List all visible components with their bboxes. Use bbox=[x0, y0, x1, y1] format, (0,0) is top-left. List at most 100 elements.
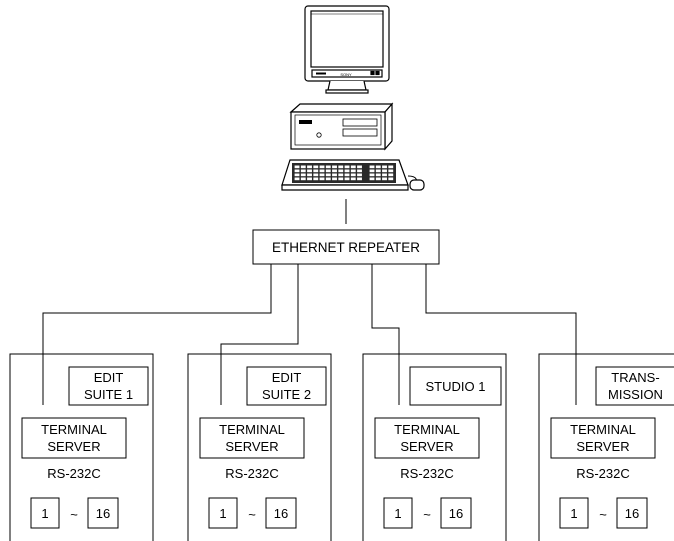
mouse-icon bbox=[409, 179, 425, 191]
keyboard-key bbox=[319, 165, 325, 169]
keyboard-key bbox=[382, 177, 387, 181]
port-start-box bbox=[30, 497, 60, 529]
keyboard-key bbox=[294, 177, 300, 181]
keyboard-key bbox=[369, 165, 375, 169]
site-name-box bbox=[409, 366, 502, 406]
site-frame bbox=[9, 353, 154, 541]
keyboard-key bbox=[344, 165, 350, 169]
rs232c-label: RS-232C bbox=[225, 466, 278, 481]
ethernet-repeater: ETHERNET REPEATER bbox=[252, 229, 440, 265]
keyboard-key bbox=[307, 173, 312, 177]
ethernet-repeater-label: ETHERNET REPEATER bbox=[272, 240, 420, 255]
keyboard-key bbox=[332, 165, 337, 169]
terminal-server-line-1: TERMINAL bbox=[394, 422, 460, 437]
terminal-server-line-2: SERVER bbox=[400, 439, 453, 454]
terminal-server-box bbox=[199, 417, 305, 459]
keyboard-key bbox=[325, 173, 331, 177]
port-range-separator: ~ bbox=[423, 507, 431, 522]
site-name-line-1: EDIT bbox=[94, 370, 124, 385]
port-range-separator: ~ bbox=[248, 507, 256, 522]
keyboard-key bbox=[338, 177, 344, 181]
link-transmission bbox=[425, 264, 577, 405]
keyboard-key bbox=[357, 173, 362, 177]
keyboard-key bbox=[382, 169, 387, 173]
terminal-server-line-1: TERMINAL bbox=[570, 422, 636, 437]
keyboard-key bbox=[375, 173, 381, 177]
keyboard-key bbox=[294, 173, 300, 177]
keyboard-key bbox=[319, 177, 325, 181]
keyboard-key bbox=[357, 169, 362, 173]
port-end-box bbox=[440, 497, 472, 529]
port-start-box bbox=[559, 497, 589, 529]
keyboard-key bbox=[325, 177, 331, 181]
monitor-icon bbox=[304, 5, 390, 94]
keyboard-key bbox=[357, 177, 362, 181]
keyboard-key bbox=[300, 169, 306, 173]
site-name-line-2: MISSION bbox=[608, 387, 663, 402]
computer-icon bbox=[289, 102, 394, 151]
keyboard-key bbox=[294, 165, 300, 169]
keyboard-key bbox=[307, 169, 312, 173]
site-name-line-2: SUITE 2 bbox=[262, 387, 311, 402]
keyboard-key bbox=[313, 169, 319, 173]
keyboard-key bbox=[325, 169, 331, 173]
keyboard-key bbox=[369, 169, 375, 173]
repeater-links bbox=[42, 264, 577, 405]
keyboard-key bbox=[344, 177, 350, 181]
port-end-box bbox=[87, 497, 119, 529]
keyboard-key bbox=[332, 177, 337, 181]
keyboard-key bbox=[307, 177, 312, 181]
keyboard-key bbox=[325, 165, 331, 169]
keyboard-key bbox=[307, 165, 312, 169]
terminal-server-line-1: TERMINAL bbox=[219, 422, 285, 437]
site-name-line-2: SUITE 1 bbox=[84, 387, 133, 402]
terminal-server-line-2: SERVER bbox=[225, 439, 278, 454]
keyboard-key bbox=[375, 165, 381, 169]
terminal-server-line-2: SERVER bbox=[47, 439, 100, 454]
keyboard-key bbox=[388, 177, 394, 181]
keyboard-key bbox=[332, 169, 337, 173]
keyboard-key bbox=[375, 169, 381, 173]
port-start-box bbox=[208, 497, 238, 529]
keyboard-key bbox=[294, 169, 300, 173]
rs232c-label: RS-232C bbox=[47, 466, 100, 481]
keyboard-key bbox=[350, 177, 356, 181]
site-name-box bbox=[246, 366, 327, 406]
keyboard-key bbox=[369, 177, 375, 181]
port-end-label: 16 bbox=[274, 506, 288, 521]
keyboard-icon bbox=[281, 159, 417, 191]
terminal-server-line-1: TERMINAL bbox=[41, 422, 107, 437]
keyboard-key bbox=[313, 165, 319, 169]
port-end-label: 16 bbox=[96, 506, 110, 521]
terminal-server-box bbox=[21, 417, 127, 459]
keyboard-key bbox=[375, 177, 381, 181]
keyboard-key bbox=[313, 173, 319, 177]
site-studio-1: STUDIO 1 TERMINAL SERVER RS-232C 1 ~ 16 bbox=[362, 353, 507, 541]
port-start-label: 1 bbox=[570, 506, 577, 521]
keyboard-key bbox=[369, 173, 375, 177]
site-edit-suite-1: EDIT SUITE 1 TERMINAL SERVER RS-232C 1 ~… bbox=[9, 353, 154, 541]
terminal-server-box bbox=[550, 417, 656, 459]
keyboard-key bbox=[300, 173, 306, 177]
link-edit-suite-1 bbox=[42, 264, 272, 405]
site-frame bbox=[538, 353, 674, 541]
keyboard-key bbox=[382, 165, 387, 169]
link-studio-1 bbox=[371, 264, 400, 405]
site-name-box bbox=[595, 366, 674, 406]
keyboard-key bbox=[319, 173, 325, 177]
terminal-server-line-2: SERVER bbox=[576, 439, 629, 454]
rs232c-label: RS-232C bbox=[576, 466, 629, 481]
keyboard-key bbox=[357, 165, 362, 169]
port-start-label: 1 bbox=[41, 506, 48, 521]
keyboard-key bbox=[388, 169, 394, 173]
link-edit-suite-2 bbox=[220, 264, 299, 405]
port-end-label: 16 bbox=[625, 506, 639, 521]
keyboard-key bbox=[338, 165, 344, 169]
keyboard-key bbox=[350, 169, 356, 173]
ethernet-repeater-box bbox=[252, 229, 440, 265]
keyboard-key bbox=[382, 173, 387, 177]
keyboard-key bbox=[344, 173, 350, 177]
keyboard-key bbox=[338, 173, 344, 177]
site-edit-suite-2: EDIT SUITE 2 TERMINAL SERVER RS-232C 1 ~… bbox=[187, 353, 332, 541]
port-start-box bbox=[383, 497, 413, 529]
